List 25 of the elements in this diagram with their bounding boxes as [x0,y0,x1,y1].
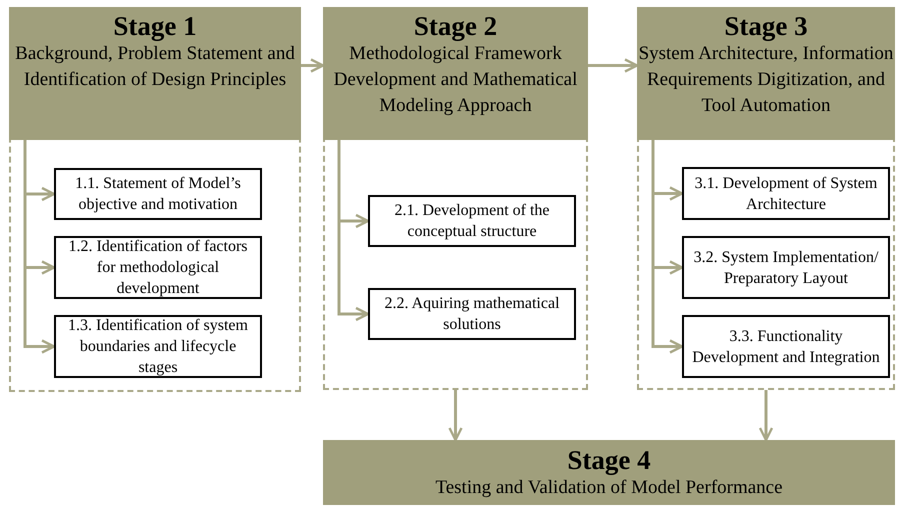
stage-title: Stage 1 [113,11,197,41]
step-box: 1.2. Identification of factors for methodological development [54,236,262,299]
stage-panel [323,7,588,390]
stage-title: Stage 4 [567,444,651,474]
stage-panel [9,7,301,392]
stage-description: Testing and Validation of Model Performance [435,476,783,500]
step-box: 2.2. Aquiring mathematical solutions [368,288,576,340]
step-box: 2.1. Development of the conceptual structure [368,195,576,247]
stage-box [323,440,895,505]
stage-title: Stage 2 [414,11,498,41]
arrow [588,58,638,73]
stage-panel [637,7,895,390]
step-box: 3.3. Functionality Development and Integration [682,315,890,378]
stage-title: Stage 3 [724,11,808,41]
stage-description: Background, Problem Statement and Identification of Design Principles [14,42,296,92]
arrow [448,390,463,442]
step-box: 1.3. Identification of system boundaries and lifecycle stages [54,315,262,378]
arrow [301,58,324,73]
step-box: 1.1. Statement of Model’s objective and motivation [54,168,262,220]
arrow [758,390,774,442]
stage-description: System Architecture, Information Requirements Digitization, and Tool Automation [638,42,894,118]
step-box: 3.1. Development of System Architecture [682,167,890,220]
step-box: 3.2. System Implementation/ Preparatory Layout [682,236,890,299]
stage-description: Methodological Framework Development and Mathematical Modeling Approach [332,42,578,118]
arrow [338,140,370,322]
